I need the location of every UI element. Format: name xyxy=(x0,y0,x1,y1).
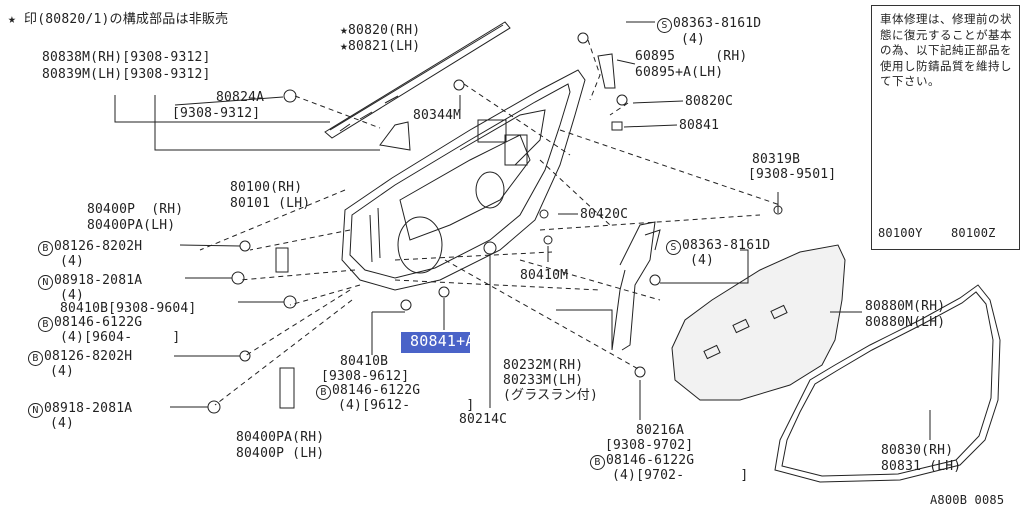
corner-piece xyxy=(379,121,411,151)
label-80410b-2[interactable]: 80410B xyxy=(340,354,389,369)
label-80400pa[interactable]: 80400PA(LH) xyxy=(87,218,176,233)
repair-note-box: 車体修理は、修理前の状態に復元することが基本の為、以下記純正部品を使用し防錆品質… xyxy=(871,5,1020,250)
door-panel xyxy=(341,69,586,291)
label-80400pa-rh[interactable]: 80400PA(RH) xyxy=(236,430,325,445)
label-glass-run: (グラスラン付) xyxy=(503,388,598,403)
label-80841[interactable]: 80841 xyxy=(679,118,720,133)
label-80100[interactable]: 80100(RH) xyxy=(230,180,303,195)
label-60895a[interactable]: 60895+A(LH) xyxy=(635,65,724,80)
label-80100z[interactable]: 80100Z xyxy=(951,226,996,240)
n-circle-icon: N xyxy=(28,403,43,418)
repair-note-text: 車体修理は、修理前の状態に復元することが基本の為、以下記純正部品を使用し防錆品質… xyxy=(880,12,1012,88)
label-80420c[interactable]: 80420C xyxy=(580,207,629,222)
trim-piece-60895 xyxy=(597,53,616,89)
label-screw-08363-b-qty: (4) xyxy=(690,253,715,268)
s-circle-icon: S xyxy=(666,240,681,255)
label-80214c[interactable]: 80214C xyxy=(459,412,508,427)
label-80838m[interactable]: 80838M(RH)[9308-9312] xyxy=(42,50,211,65)
weatherstrip-part xyxy=(324,21,511,139)
label-80344m[interactable]: 80344M xyxy=(413,108,462,123)
label-bolt-08126-a-qty: (4) xyxy=(60,254,85,269)
label-80410b-1[interactable]: 80410B[9308-9604] xyxy=(60,301,197,316)
label-nut-08918-b-qty: (4) xyxy=(50,416,75,431)
diagram-id: A800B 0085 xyxy=(930,493,1005,507)
label-bolt-08146-c-qty: (4)[9702- ] xyxy=(612,468,749,483)
label-80410m[interactable]: 80410M xyxy=(520,268,569,283)
label-bolt-08126-b-qty: (4) xyxy=(50,364,75,379)
label-80400p-lh[interactable]: 80400P (LH) xyxy=(236,446,325,461)
label-80319b-date: [9308-9501] xyxy=(748,167,837,182)
label-80319b[interactable]: 80319B xyxy=(752,152,801,167)
label-80880n[interactable]: 80880N(LH) xyxy=(865,315,946,330)
label-80232m[interactable]: 80232M(RH) xyxy=(503,358,584,373)
label-80824a[interactable]: 80824A xyxy=(216,90,265,105)
label-80820[interactable]: ★80820(RH) xyxy=(340,23,421,38)
highlight-80841[interactable] xyxy=(401,332,470,353)
label-80824a-date: [9308-9312] xyxy=(172,106,261,121)
label-80841a[interactable]: 80841+A xyxy=(410,332,475,350)
b-circle-icon: B xyxy=(38,241,53,256)
b-circle-icon: B xyxy=(316,385,331,400)
label-80880m[interactable]: 80880M(RH) xyxy=(865,299,946,314)
label-bolt-08146-b-qty: (4)[9612- ] xyxy=(338,398,475,413)
label-80821[interactable]: ★80821(LH) xyxy=(340,39,421,54)
label-80830[interactable]: 80830(RH) xyxy=(881,443,954,458)
label-80400p[interactable]: 80400P (RH) xyxy=(87,202,184,217)
label-80216a[interactable]: 80216A xyxy=(636,423,685,438)
label-bolt-08146-a-qty: (4)[9604- ] xyxy=(60,330,181,345)
b-circle-icon: B xyxy=(28,351,43,366)
label-screw-08363-a-qty: (4) xyxy=(681,32,706,47)
label-60895[interactable]: 60895 (RH) xyxy=(635,49,748,64)
label-80101[interactable]: 80101 (LH) xyxy=(230,196,311,211)
leader-lines xyxy=(114,21,931,440)
door-seal xyxy=(774,284,1001,483)
label-80831[interactable]: 80831 (LH) xyxy=(881,459,962,474)
header-note: ★ 印(80820/1)の構成部品は非販売 xyxy=(8,12,229,27)
label-80100y[interactable]: 80100Y xyxy=(878,226,923,240)
label-80233m[interactable]: 80233M(LH) xyxy=(503,373,584,388)
s-circle-icon: S xyxy=(657,18,672,33)
label-80820c[interactable]: 80820C xyxy=(685,94,734,109)
label-80410b-2-date: [9308-9612] xyxy=(321,369,410,384)
projection-lines xyxy=(199,39,781,406)
b-circle-icon: B xyxy=(38,317,53,332)
label-80216a-date: [9308-9702] xyxy=(605,438,694,453)
door-trim-panel xyxy=(671,244,846,401)
b-circle-icon: B xyxy=(590,455,605,470)
label-80839m[interactable]: 80839M(LH)[9308-9312] xyxy=(42,67,211,82)
window-regulator xyxy=(611,221,661,351)
n-circle-icon: N xyxy=(38,275,53,290)
label-nut-08918-a-qty: (4) xyxy=(60,288,85,303)
